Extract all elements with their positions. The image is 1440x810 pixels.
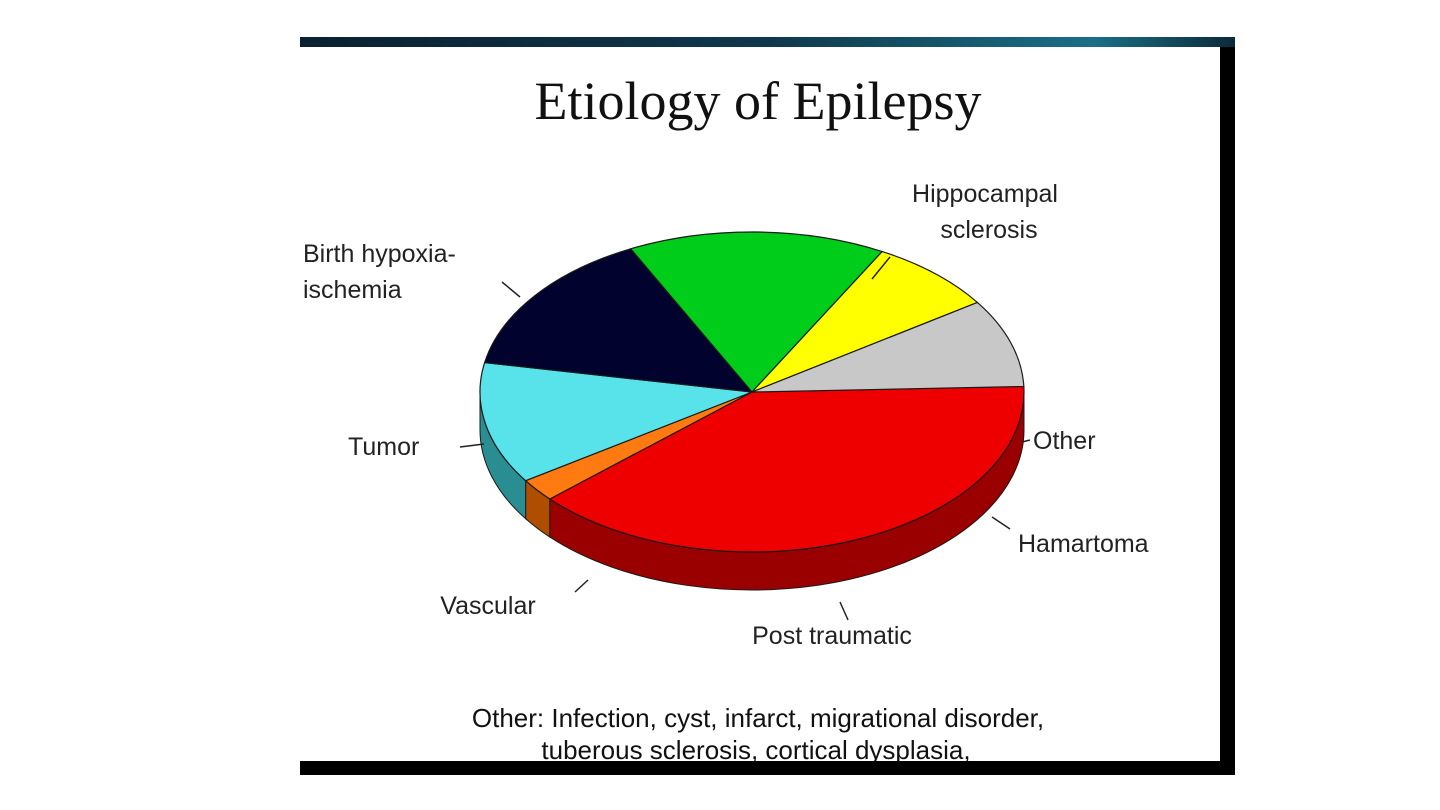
pie-slices bbox=[479, 231, 1025, 553]
slide-top-bar bbox=[300, 37, 1235, 47]
pie-slice-4 bbox=[629, 231, 884, 393]
slice-label-4: Vascular bbox=[440, 592, 535, 620]
label-leader-3 bbox=[839, 601, 849, 621]
slice-label-1: Other bbox=[1033, 427, 1096, 455]
footnote-line-2: tuberous sclerosis, cortical dysplasia, bbox=[541, 735, 970, 761]
slice-label-line: sclerosis bbox=[940, 216, 1037, 244]
pie-slice-2 bbox=[479, 361, 753, 482]
label-leader-6 bbox=[501, 281, 521, 298]
slice-label-line: Hippocampal bbox=[912, 180, 1058, 208]
pie-chart: Etiology of Epilepsy Hippocampal sclerosi… bbox=[303, 71, 1149, 761]
label-leaders bbox=[459, 256, 1031, 621]
slice-label-2: Hamartoma bbox=[1018, 530, 1149, 558]
label-leader-5 bbox=[459, 443, 485, 448]
slide-frame: Etiology of Epilepsy Hippocampal sclerosi… bbox=[300, 37, 1235, 775]
slice-label-line: ischemia bbox=[303, 276, 402, 304]
slice-label-3: Post traumatic bbox=[752, 622, 912, 650]
slice-label-6: Birth hypoxia-ischemia bbox=[303, 240, 456, 304]
label-leader-4 bbox=[574, 579, 589, 593]
slice-label-line: Vascular bbox=[440, 592, 535, 620]
slice-label-5: Tumor bbox=[348, 433, 419, 461]
pie-slice-5 bbox=[751, 250, 979, 393]
slice-label-line: Tumor bbox=[348, 433, 419, 461]
slice-label-0: Hippocampal sclerosis bbox=[912, 180, 1058, 244]
slice-label-line: Post traumatic bbox=[752, 622, 912, 650]
slice-label-line: Hamartoma bbox=[1018, 530, 1149, 558]
slide-content: Etiology of Epilepsy Hippocampal sclerosi… bbox=[300, 47, 1220, 761]
footnote-line-1: Other: Infection, cyst, infarct, migrati… bbox=[472, 703, 1044, 733]
label-leader-0 bbox=[871, 256, 891, 280]
chart-title: Etiology of Epilepsy bbox=[535, 71, 982, 131]
slice-label-line: Other bbox=[1033, 427, 1096, 455]
pie-slice-3 bbox=[483, 248, 754, 393]
label-leader-1 bbox=[1021, 439, 1031, 443]
pie-slice-6 bbox=[751, 301, 1025, 393]
label-leader-2 bbox=[991, 516, 1011, 530]
pie-slice-0 bbox=[548, 385, 1025, 553]
slice-label-line: Birth hypoxia- bbox=[303, 240, 456, 268]
